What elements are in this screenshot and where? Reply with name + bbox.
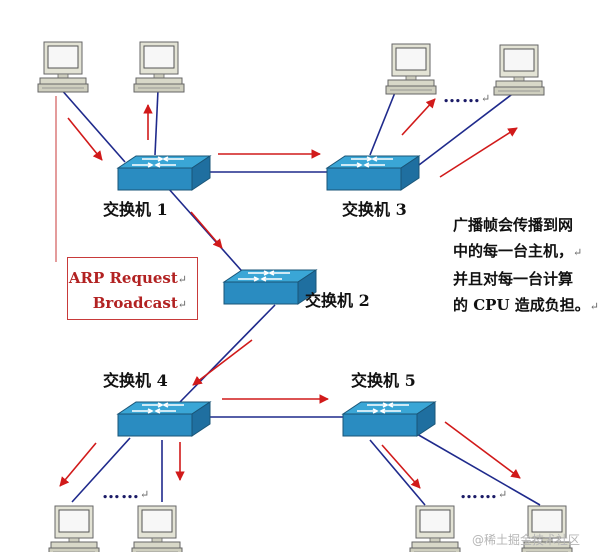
- more-hosts-bottom-left: ……↵: [102, 482, 151, 503]
- links: [59, 87, 541, 506]
- pc-top-right-1: [385, 43, 437, 95]
- switch-5-icon: [342, 401, 436, 437]
- switch-5-label: 交换机 5: [351, 371, 416, 390]
- more-hosts-top-right: ……↵: [443, 86, 492, 107]
- pc-bottom-left-2: [131, 505, 183, 552]
- note-line-4: 的 CPU 造成负担。↵: [453, 296, 599, 314]
- switch-4-label: 交换机 4: [103, 371, 168, 390]
- note-line-2: 中的每一台主机，↵: [453, 242, 583, 260]
- switch-1-icon: [117, 155, 211, 191]
- pc-bottom-right-1: [409, 505, 461, 552]
- switch-2-label: 交换机 2: [305, 291, 370, 310]
- switch-3-label: 交换机 3: [342, 200, 407, 219]
- pc-top-right-2: [493, 44, 545, 96]
- switch-3-icon: [326, 155, 420, 191]
- note-line-3: 并且对每一台计算: [453, 270, 574, 288]
- arp-line-1: ARP Request↵: [68, 269, 187, 287]
- pc-top-left-1: [37, 41, 89, 93]
- pc-bottom-left-1: [48, 505, 100, 552]
- arp-line-2: Broadcast↵: [92, 294, 187, 312]
- broadcast-note: 广播帧会传播到网 中的每一台主机，↵ 并且对每一台计算 的 CPU 造成负担。↵: [453, 212, 609, 320]
- switch-1-label: 交换机 1: [103, 200, 168, 219]
- more-hosts-bottom-right: ……↵: [460, 482, 509, 503]
- note-line-1: 广播帧会传播到网: [453, 216, 574, 234]
- switch-4-icon: [117, 401, 211, 437]
- arp-request-box: ARP Request↵ Broadcast↵: [67, 257, 198, 320]
- broadcast-arrows: [59, 98, 521, 489]
- pc-top-left-2: [133, 41, 185, 93]
- switch-2-icon: [223, 269, 317, 305]
- watermark: @稀土掘金技术社区: [472, 533, 581, 547]
